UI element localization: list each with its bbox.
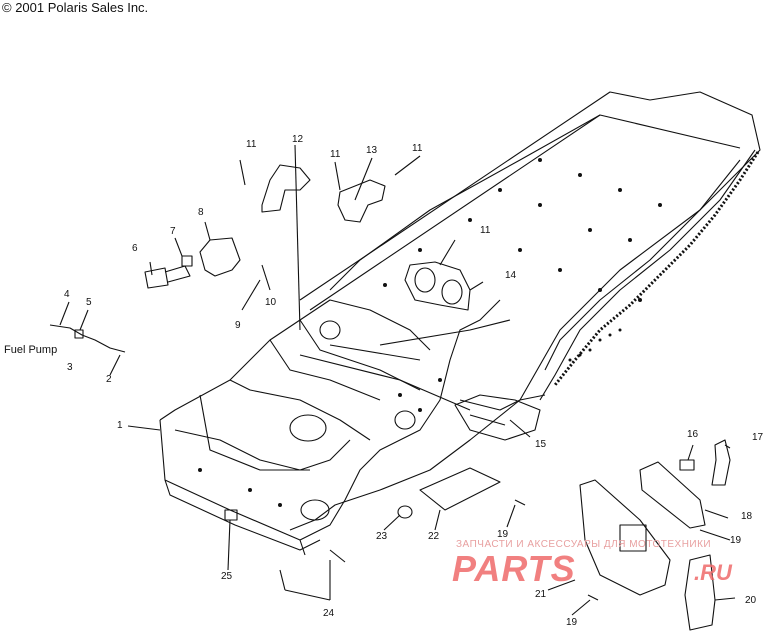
callout-6: 6 [132, 243, 138, 254]
watermark-logo: PARTS [452, 548, 576, 589]
callout-22: 22 [428, 531, 440, 542]
callout-19-a: 19 [497, 529, 509, 540]
callout-12: 12 [292, 134, 304, 145]
part-22-plate [419, 467, 501, 511]
callout-13: 13 [366, 145, 378, 156]
part-17-strap [711, 439, 731, 486]
fuel-pump-label: Fuel Pump [4, 344, 58, 356]
front-bulkhead [159, 299, 501, 541]
part-21-shield [579, 479, 671, 596]
callout-21: 21 [535, 589, 547, 600]
callout-16: 16 [687, 429, 699, 440]
callout-7: 7 [170, 226, 176, 237]
callout-15: 15 [535, 439, 547, 450]
callout-11-b: 11 [330, 149, 341, 160]
callout-11-c: 11 [412, 143, 423, 154]
part-15-plate [454, 394, 541, 441]
part-12-bracket [261, 164, 311, 213]
tunnel-outline [289, 91, 761, 531]
callout-2: 2 [106, 374, 112, 385]
callout-14: 14 [505, 270, 517, 281]
part-18-bracket [639, 461, 706, 529]
callout-19-c: 19 [566, 617, 578, 628]
watermark-logo-suffix: .RU [694, 560, 732, 585]
callout-24: 24 [323, 608, 335, 619]
part-8-plate [199, 237, 241, 277]
callout-11-d: 11 [480, 225, 491, 236]
part-6-grommet [144, 267, 169, 289]
callout-20: 20 [745, 595, 757, 606]
callout-3: 3 [67, 362, 73, 373]
callout-5: 5 [86, 297, 92, 308]
copyright-text: © 2001 Polaris Sales Inc. [2, 0, 149, 15]
part-13-bracket [337, 179, 386, 223]
callout-8: 8 [198, 207, 204, 218]
watermark-tagline: ЗАПЧАСТИ И АКСЕССУАРЫ ДЛЯ МОТОТЕХНИКИ [456, 539, 712, 550]
callout-4: 4 [64, 289, 70, 300]
callout-18: 18 [741, 511, 753, 522]
callout-25: 25 [221, 571, 233, 582]
callout-23: 23 [376, 531, 388, 542]
part-20-plate [684, 554, 716, 631]
callout-17: 17 [752, 432, 764, 443]
callout-11-a: 11 [246, 139, 257, 150]
callout-19-b: 19 [730, 535, 742, 546]
callout-10: 10 [265, 297, 277, 308]
callout-1: 1 [117, 420, 123, 431]
callout-9: 9 [235, 320, 241, 331]
